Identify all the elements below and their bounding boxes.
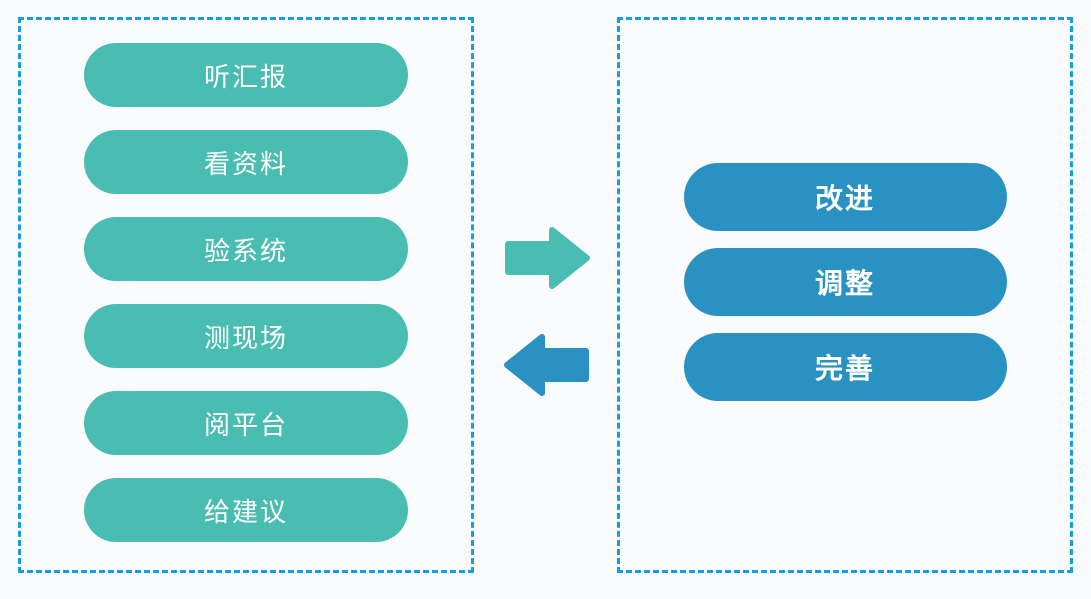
pill-improve: 改进 — [683, 163, 1007, 231]
left-panel: 听汇报 看资料 验系统 测现场 阅平台 给建议 — [18, 17, 474, 573]
arrow-right-icon — [504, 225, 591, 291]
pill-listen-to-reports: 听汇报 — [84, 43, 408, 107]
pill-review-materials: 看资料 — [84, 130, 408, 194]
pill-verify-system: 验系统 — [84, 217, 408, 281]
pill-give-suggestions: 给建议 — [84, 478, 408, 542]
pill-review-platform: 阅平台 — [84, 391, 408, 455]
pill-perfect: 完善 — [683, 333, 1007, 401]
right-panel: 改进 调整 完善 — [617, 17, 1073, 573]
arrow-left-icon — [503, 333, 590, 398]
pill-adjust: 调整 — [683, 248, 1007, 316]
pill-test-site: 测现场 — [84, 304, 408, 368]
